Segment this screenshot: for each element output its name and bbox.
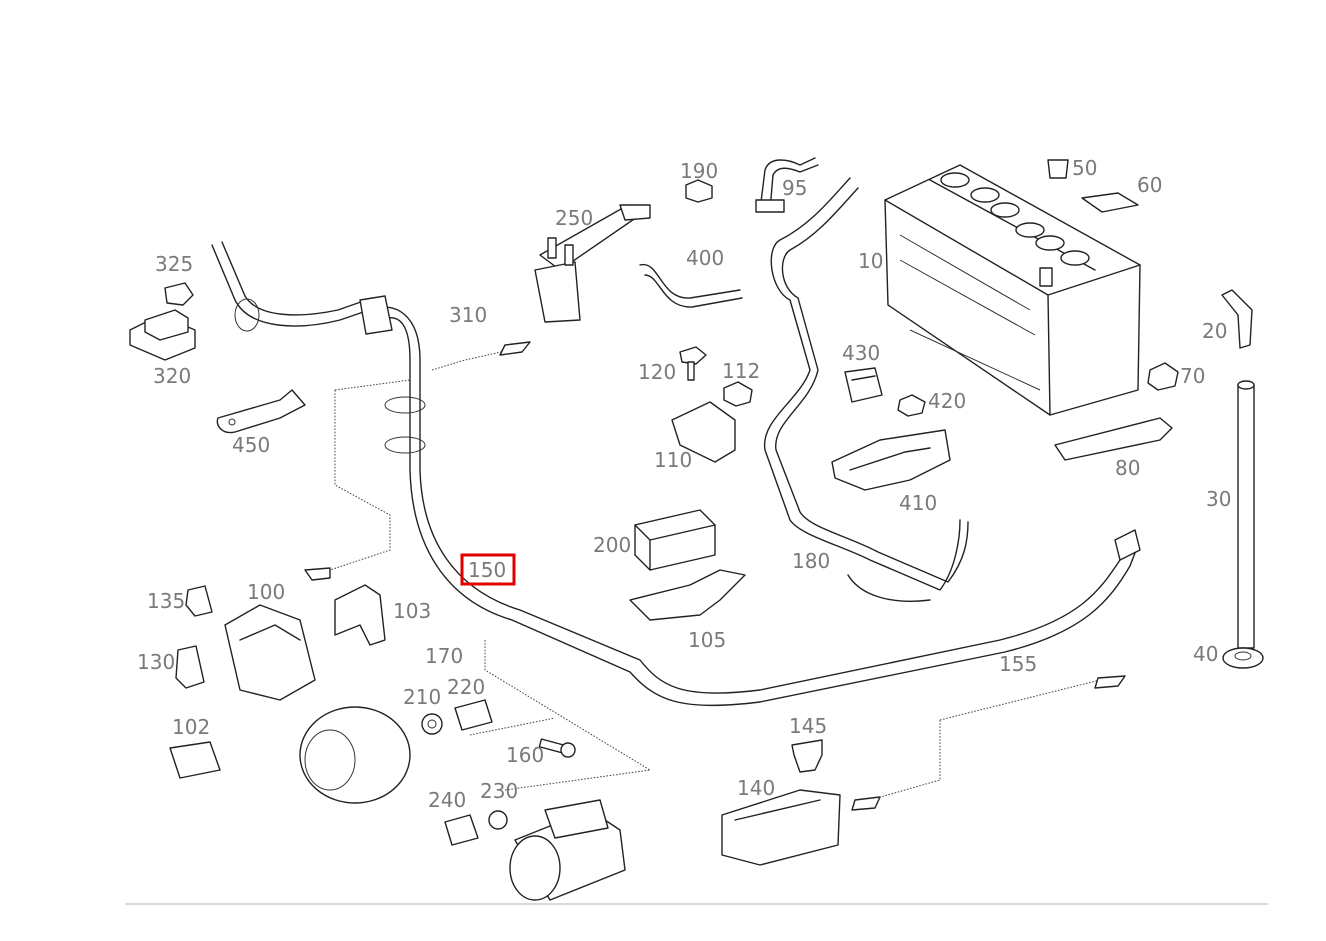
part-80[interactable] <box>1054 417 1173 461</box>
leader-lines <box>329 349 1101 801</box>
fitting-20[interactable] <box>1221 289 1253 349</box>
label-230[interactable]: 230 <box>480 779 518 803</box>
label-410[interactable]: 410 <box>899 491 937 515</box>
part-102[interactable] <box>169 741 221 779</box>
part-430[interactable] <box>844 367 883 403</box>
part-250[interactable] <box>534 204 651 323</box>
fuse-box-140[interactable] <box>721 789 841 866</box>
label-150[interactable]: 150 <box>468 558 506 582</box>
label-103[interactable]: 103 <box>393 599 431 623</box>
fuse-145[interactable] <box>791 739 823 773</box>
bolt-160[interactable] <box>538 738 576 758</box>
label-190[interactable]: 190 <box>680 159 718 183</box>
label-145[interactable]: 145 <box>789 714 827 738</box>
relay-200[interactable] <box>634 509 716 571</box>
label-80[interactable]: 80 <box>1115 456 1140 480</box>
label-95[interactable]: 95 <box>782 176 807 200</box>
label-200[interactable]: 200 <box>593 533 631 557</box>
label-110[interactable]: 110 <box>654 448 692 472</box>
label-120[interactable]: 120 <box>638 360 676 384</box>
label-180[interactable]: 180 <box>792 549 830 573</box>
label-112[interactable]: 112 <box>722 359 760 383</box>
part-130[interactable] <box>175 645 205 689</box>
nut-420[interactable] <box>897 394 926 417</box>
tag-310 <box>499 341 531 356</box>
cable-95[interactable] <box>755 157 819 213</box>
label-220[interactable]: 220 <box>447 675 485 699</box>
label-210[interactable]: 210 <box>403 685 441 709</box>
label-155[interactable]: 155 <box>999 652 1037 676</box>
label-420[interactable]: 420 <box>928 389 966 413</box>
label-135[interactable]: 135 <box>147 589 185 613</box>
label-240[interactable]: 240 <box>428 788 466 812</box>
label-400[interactable]: 400 <box>686 246 724 270</box>
cable-180[interactable] <box>763 177 969 602</box>
part-325[interactable] <box>164 282 194 306</box>
label-20[interactable]: 20 <box>1202 319 1227 343</box>
tag-140 <box>851 796 881 811</box>
label-170[interactable]: 170 <box>425 644 463 668</box>
part-230[interactable] <box>488 810 508 830</box>
label-430[interactable]: 430 <box>842 341 880 365</box>
part-220[interactable] <box>454 699 493 731</box>
tag-155 <box>1094 675 1126 689</box>
label-102[interactable]: 102 <box>172 715 210 739</box>
part-240[interactable] <box>444 814 479 846</box>
label-450[interactable]: 450 <box>232 433 270 457</box>
part-410[interactable] <box>831 429 951 491</box>
cap-50[interactable] <box>1047 159 1069 179</box>
label-130[interactable]: 130 <box>137 650 175 674</box>
label-325[interactable]: 325 <box>155 252 193 276</box>
bracket-110[interactable] <box>671 401 736 463</box>
label-100[interactable]: 100 <box>247 580 285 604</box>
label-310[interactable]: 310 <box>449 303 487 327</box>
battery-cable-150[interactable] <box>369 306 1141 707</box>
label-250[interactable]: 250 <box>555 206 593 230</box>
label-50[interactable]: 50 <box>1072 156 1097 180</box>
nut-70[interactable] <box>1147 362 1179 391</box>
part-103[interactable] <box>334 584 386 646</box>
nut-112[interactable] <box>723 381 753 407</box>
label-70[interactable]: 70 <box>1180 364 1205 388</box>
label-40[interactable]: 40 <box>1193 642 1218 666</box>
plate-60[interactable] <box>1081 192 1139 213</box>
part-320[interactable] <box>129 309 196 361</box>
alternator[interactable] <box>299 706 411 804</box>
label-10[interactable]: 10 <box>858 249 883 273</box>
nut-210[interactable] <box>421 713 443 735</box>
bracket-105[interactable] <box>629 569 746 621</box>
nut-190[interactable] <box>685 179 713 203</box>
label-320[interactable]: 320 <box>153 364 191 388</box>
harness-upper-left[interactable] <box>211 241 393 335</box>
part-135[interactable] <box>185 585 213 617</box>
label-160[interactable]: 160 <box>506 743 544 767</box>
tag-lower-left <box>304 567 331 581</box>
starter-motor[interactable] <box>509 799 626 901</box>
grommet-40[interactable] <box>1222 647 1264 669</box>
part-450[interactable] <box>216 389 306 434</box>
bolt-120[interactable] <box>679 346 707 381</box>
cable-400[interactable] <box>639 264 743 308</box>
part-100[interactable] <box>224 604 316 701</box>
label-105[interactable]: 105 <box>688 628 726 652</box>
battery[interactable] <box>884 164 1141 416</box>
label-140[interactable]: 140 <box>737 776 775 800</box>
part-labels: 10 20 30 40 50 60 70 80 95 100 102 103 1… <box>137 156 1231 812</box>
tube-30[interactable] <box>1237 380 1255 649</box>
label-30[interactable]: 30 <box>1206 487 1231 511</box>
highlight-box-150 <box>460 553 516 586</box>
label-60[interactable]: 60 <box>1137 173 1162 197</box>
